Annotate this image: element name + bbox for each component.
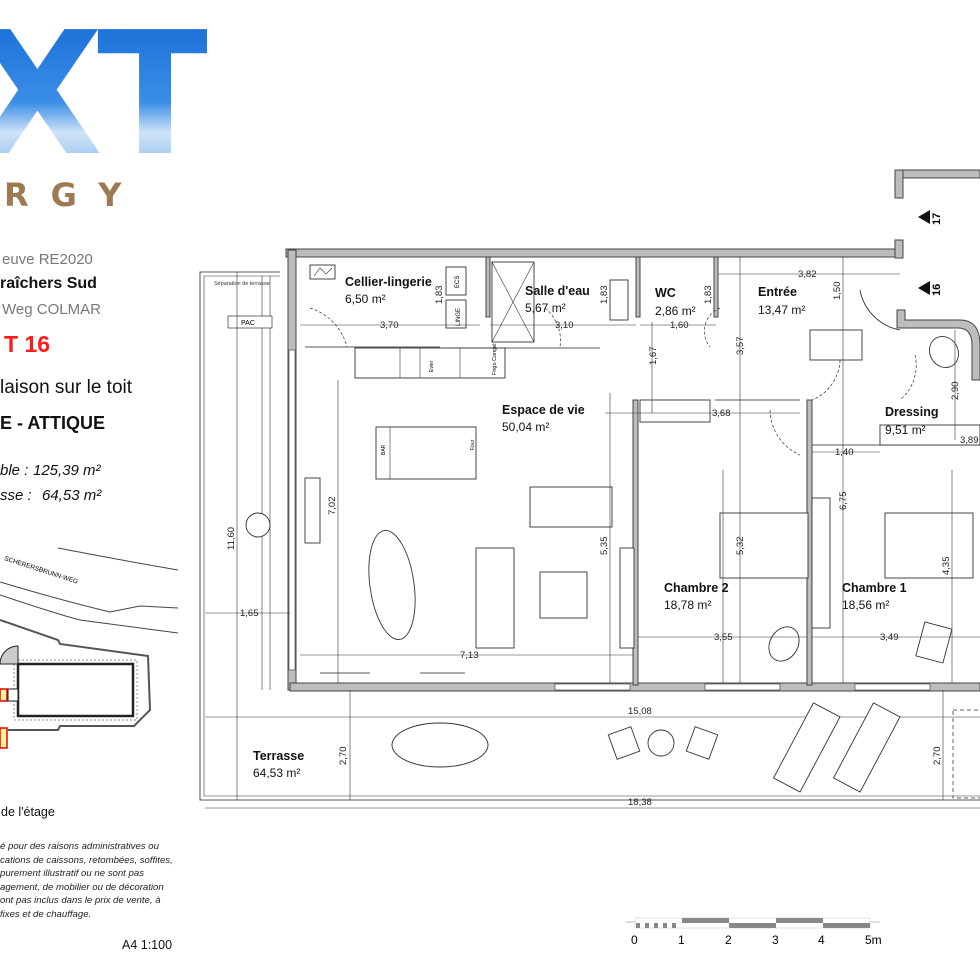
room-name: Entrée (758, 285, 797, 299)
dim: 3,89 (960, 435, 979, 446)
room-area: 2,86 m² (655, 304, 696, 318)
paper-format-scale: A4 1:100 (122, 938, 173, 952)
project-line1: euve RE2020 (2, 251, 93, 268)
bar-label: BAR (381, 444, 387, 455)
room-area: 9,51 m² (885, 423, 926, 437)
room-name: WC (655, 286, 676, 300)
surface-label: ble : (0, 462, 29, 479)
dim: 2,70 (932, 747, 943, 766)
dim: 1,67 (648, 347, 659, 366)
project-name: raîchers Sud (0, 275, 97, 292)
evier-label: Evier (429, 360, 435, 372)
terrace-boundary: PAC Séparation de terrasse (199, 271, 980, 809)
surface-row-habitable: ble : 125,39 m² (0, 462, 101, 479)
surface-row-terrace: sse : 64,53 m² (0, 487, 101, 504)
scale-tick: 3 (772, 933, 779, 947)
logo-subletters: RGY (4, 176, 144, 214)
dim: 1,65 (240, 608, 259, 619)
dim: 1,83 (599, 286, 610, 305)
dim: 18,38 (628, 797, 652, 808)
lot-level: E - ATTIQUE (0, 413, 105, 433)
situation-caption: de l'étage (1, 805, 55, 819)
project-address: Weg COLMAR (2, 301, 101, 318)
dim: 7,02 (327, 497, 338, 516)
room-name: Dressing (885, 405, 939, 419)
dim: 3,68 (712, 408, 731, 419)
stair-16: 16 (931, 284, 943, 296)
room-name: Chambre 2 (664, 581, 729, 595)
lot-number: T 16 (4, 331, 51, 357)
room-area: 13,47 m² (758, 303, 805, 317)
surface-value: 125,39 m² (33, 462, 101, 479)
surface-label: sse : (0, 487, 32, 504)
dim: 1,50 (832, 282, 843, 301)
dim: 4,35 (941, 557, 952, 576)
room-area: 64,53 m² (253, 766, 300, 780)
scale-tick: 1 (678, 933, 685, 947)
ecs-label: ECS (455, 276, 461, 288)
room-name: Chambre 1 (842, 581, 907, 595)
arrow-icon (918, 281, 930, 295)
dim: 15,08 (628, 706, 652, 717)
disclaimer: é pour des raisons administratives ou ca… (0, 840, 173, 922)
dim: 1,40 (835, 447, 854, 458)
dim: 6,75 (838, 492, 849, 511)
disclaimer-line: ont pas inclus dans le prix de vente, à (0, 895, 161, 907)
dim: 7,13 (460, 650, 479, 661)
dim: 11,60 (226, 527, 237, 550)
stair-markers: 17 16 (918, 210, 943, 296)
stair-17: 17 (931, 213, 943, 225)
room-name: Salle d'eau (525, 284, 590, 298)
four-label: Four (470, 439, 476, 450)
pac-label: PAC (241, 320, 255, 327)
room-labels: Cellier-lingerie 6,50 m² Salle d'eau 5,6… (253, 275, 939, 780)
scale-tick: 0 (631, 933, 638, 947)
dim: 1,83 (434, 286, 445, 305)
logo-letters: XT (0, 10, 213, 180)
disclaimer-line: purement illustratif ou ne sont pas (0, 868, 144, 880)
disclaimer-line: é pour des raisons administratives ou (0, 841, 159, 852)
dim: 3,10 (555, 320, 574, 331)
dim: 5,35 (599, 537, 610, 556)
windows (288, 349, 931, 691)
dim: 3,82 (798, 269, 817, 280)
room-area: 5,67 m² (525, 301, 566, 315)
dim: 2,90 (950, 382, 961, 401)
linge-label: LINGE (456, 308, 462, 326)
room-name: Cellier-lingerie (345, 275, 432, 289)
room-area: 6,50 m² (345, 292, 386, 306)
room-area: 18,56 m² (842, 598, 889, 612)
scale-tick: 4 (818, 933, 825, 947)
dim: 1,60 (670, 320, 689, 331)
scale-tick: 5m (865, 933, 882, 947)
dim: 1,83 (703, 286, 714, 305)
dimension-lines (205, 257, 980, 800)
room-name: Terrasse (253, 749, 304, 763)
room-area: 18,78 m² (664, 598, 711, 612)
dim: 3,57 (735, 337, 746, 356)
frigo-label: Frigo Congel (492, 344, 498, 376)
dim: 5,32 (735, 537, 746, 556)
scale-tick: 2 (725, 933, 732, 947)
situation-map: SCHERERSBRUNN-WEG (0, 547, 179, 749)
disclaimer-line: agement, de mobilier ou de décoration (0, 881, 164, 893)
scale-bar: 0 1 2 3 4 5m (626, 917, 882, 947)
dim: 2,70 (338, 747, 349, 766)
surface-value: 64,53 m² (42, 487, 102, 504)
room-area: 50,04 m² (502, 420, 549, 434)
lot-type: laison sur le toit (0, 377, 133, 398)
terrace-separation-label: Séparation de terrasse (214, 281, 270, 287)
dim: 3,49 (880, 632, 899, 643)
room-name: Espace de vie (502, 403, 585, 417)
dimension-labels: 3,70 1,83 3,10 1,83 1,60 1,83 3,82 1,50 … (226, 269, 979, 808)
dim: 3,70 (380, 320, 399, 331)
furniture: ECS LINGE Frigo Congel Evier BAR Four (245, 261, 980, 799)
disclaimer-line: cations de caissons, retombées, soffites… (0, 854, 173, 866)
dim: 3,55 (714, 632, 733, 643)
arrow-icon (918, 210, 930, 224)
disclaimer-line: fixes et de chauffage. (0, 908, 92, 920)
